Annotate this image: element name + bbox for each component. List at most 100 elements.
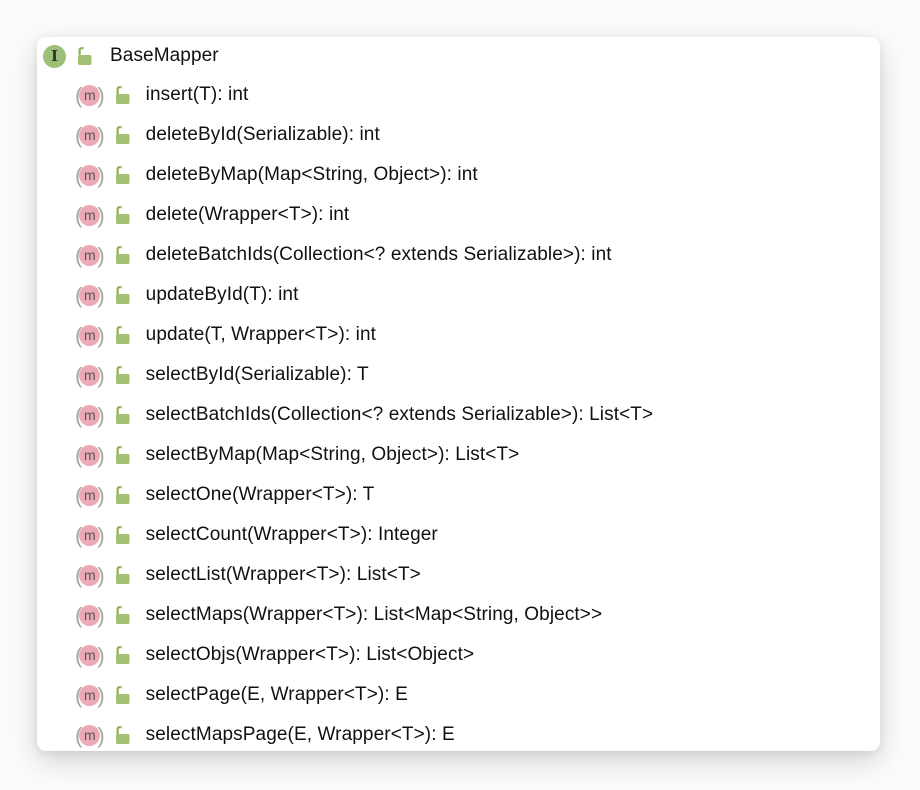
method-signature: deleteBatchIds(Collection<? extends Seri… <box>145 244 612 265</box>
method-icon: ( m ) <box>75 362 105 388</box>
method-icon: ( m ) <box>75 202 105 228</box>
method-signature: updateById(T): int <box>145 284 299 305</box>
public-visibility-lock-icon <box>115 686 130 704</box>
method-row[interactable]: ( m ) delete(Wrapper<T>): int <box>37 195 880 235</box>
method-icon-paren-close: ) <box>97 402 105 428</box>
method-icon-paren-close: ) <box>97 82 105 108</box>
method-icon-paren-open: ( <box>75 524 82 546</box>
method-icon-paren-close: ) <box>97 682 105 708</box>
method-icon-paren-close: ) <box>97 362 105 388</box>
method-signature: selectByMap(Map<String, Object>): List<T… <box>145 444 520 465</box>
method-icon-paren-open: ( <box>75 204 82 226</box>
method-icon: ( m ) <box>75 722 105 748</box>
method-signature: deleteById(Serializable): int <box>145 124 380 145</box>
method-icon-paren-close: ) <box>97 442 105 468</box>
public-visibility-lock-icon <box>115 246 130 264</box>
method-icon-letter: m <box>79 204 101 226</box>
method-row[interactable]: ( m ) deleteBatchIds(Collection<? extend… <box>37 235 880 275</box>
method-row[interactable]: ( m ) selectOne(Wrapper<T>): T <box>37 475 880 515</box>
method-icon-paren-open: ( <box>75 724 82 746</box>
method-icon-paren-open: ( <box>75 444 82 466</box>
public-visibility-lock-icon <box>115 406 130 424</box>
method-icon: ( m ) <box>75 642 105 668</box>
method-icon-letter: m <box>79 644 101 666</box>
method-icon-paren-close: ) <box>97 322 105 348</box>
method-icon-paren-open: ( <box>75 364 82 386</box>
interface-icon: I <box>43 44 66 68</box>
method-icon-paren-open: ( <box>75 604 82 626</box>
method-icon-paren-close: ) <box>97 482 105 508</box>
public-visibility-lock-icon <box>115 166 130 184</box>
method-icon-paren-close: ) <box>97 602 105 628</box>
interface-members-panel: I BaseMapper ( m ) insert(T): int <box>37 37 880 751</box>
method-row[interactable]: ( m ) update(T, Wrapper<T>): int <box>37 315 880 355</box>
method-row[interactable]: ( m ) deleteByMap(Map<String, Object>): … <box>37 155 880 195</box>
method-row[interactable]: ( m ) insert(T): int <box>37 75 880 115</box>
method-row[interactable]: ( m ) selectMaps(Wrapper<T>): List<Map<S… <box>37 595 880 635</box>
method-signature: selectPage(E, Wrapper<T>): E <box>145 684 408 705</box>
method-icon-letter: m <box>79 124 101 146</box>
method-signature: selectById(Serializable): T <box>145 364 369 385</box>
method-row[interactable]: ( m ) selectList(Wrapper<T>): List<T> <box>37 555 880 595</box>
method-signature: selectOne(Wrapper<T>): T <box>145 484 375 505</box>
method-icon-paren-close: ) <box>97 522 105 548</box>
method-signature: selectObjs(Wrapper<T>): List<Object> <box>145 644 475 665</box>
method-row[interactable]: ( m ) selectByMap(Map<String, Object>): … <box>37 435 880 475</box>
method-signature: selectCount(Wrapper<T>): Integer <box>145 524 438 545</box>
public-visibility-lock-icon <box>115 86 130 104</box>
method-icon: ( m ) <box>75 322 105 348</box>
method-icon: ( m ) <box>75 284 105 306</box>
method-icon-paren-open: ( <box>75 324 82 346</box>
method-icon-paren-open: ( <box>75 84 82 106</box>
method-icon-paren-close: ) <box>97 242 105 268</box>
method-icon-paren-close: ) <box>97 642 105 668</box>
method-icon: ( m ) <box>75 122 105 148</box>
method-row[interactable]: ( m ) selectMapsPage(E, Wrapper<T>): E <box>37 715 880 751</box>
method-icon-letter: m <box>79 444 101 466</box>
method-icon: ( m ) <box>75 602 105 628</box>
public-visibility-lock-icon <box>115 326 130 344</box>
method-icon-paren-open: ( <box>75 684 82 706</box>
method-row[interactable]: ( m ) selectCount(Wrapper<T>): Integer <box>37 515 880 555</box>
method-icon-paren-open: ( <box>75 564 82 586</box>
method-icon-letter: m <box>79 404 101 426</box>
public-visibility-lock-icon <box>115 486 130 504</box>
method-icon-paren-close: ) <box>97 162 105 188</box>
method-row[interactable]: ( m ) selectObjs(Wrapper<T>): List<Objec… <box>37 635 880 675</box>
method-row[interactable]: ( m ) updateById(T): int <box>37 275 880 315</box>
public-visibility-lock-icon <box>115 286 130 304</box>
method-icon-letter: m <box>79 324 101 346</box>
method-icon: ( m ) <box>75 682 105 708</box>
method-row[interactable]: ( m ) deleteById(Serializable): int <box>37 115 880 155</box>
public-visibility-lock-icon <box>115 366 130 384</box>
method-row[interactable]: ( m ) selectPage(E, Wrapper<T>): E <box>37 675 880 715</box>
method-icon-letter: m <box>79 524 101 546</box>
public-visibility-lock-icon <box>115 126 130 144</box>
method-icon-paren-open: ( <box>75 484 82 506</box>
method-row[interactable]: ( m ) selectById(Serializable): T <box>37 355 880 395</box>
public-visibility-lock-icon <box>115 646 130 664</box>
method-icon-letter: m <box>79 244 101 266</box>
method-icon-paren-open: ( <box>75 284 82 306</box>
method-icon-letter: m <box>79 604 101 626</box>
method-row[interactable]: ( m ) selectBatchIds(Collection<? extend… <box>37 395 880 435</box>
method-icon-letter: m <box>79 364 101 386</box>
public-visibility-lock-icon <box>115 726 130 744</box>
interface-name: BaseMapper <box>110 45 219 66</box>
method-icon-letter: m <box>79 484 101 506</box>
method-signature: selectBatchIds(Collection<? extends Seri… <box>145 404 654 425</box>
method-signature: delete(Wrapper<T>): int <box>145 204 350 225</box>
method-icon-letter: m <box>79 284 101 306</box>
method-icon-paren-close: ) <box>97 722 105 748</box>
method-icon-paren-open: ( <box>75 644 82 666</box>
method-icon: ( m ) <box>75 522 105 548</box>
method-icon-paren-close: ) <box>97 122 105 148</box>
method-icon-letter: m <box>79 164 101 186</box>
method-icon-paren-open: ( <box>75 164 82 186</box>
interface-row[interactable]: I BaseMapper <box>37 37 880 75</box>
method-icon: ( m ) <box>75 442 105 468</box>
public-visibility-lock-icon <box>115 606 130 624</box>
method-list: ( m ) insert(T): int ( m ) <box>37 75 880 751</box>
method-icon-paren-close: ) <box>97 202 105 228</box>
